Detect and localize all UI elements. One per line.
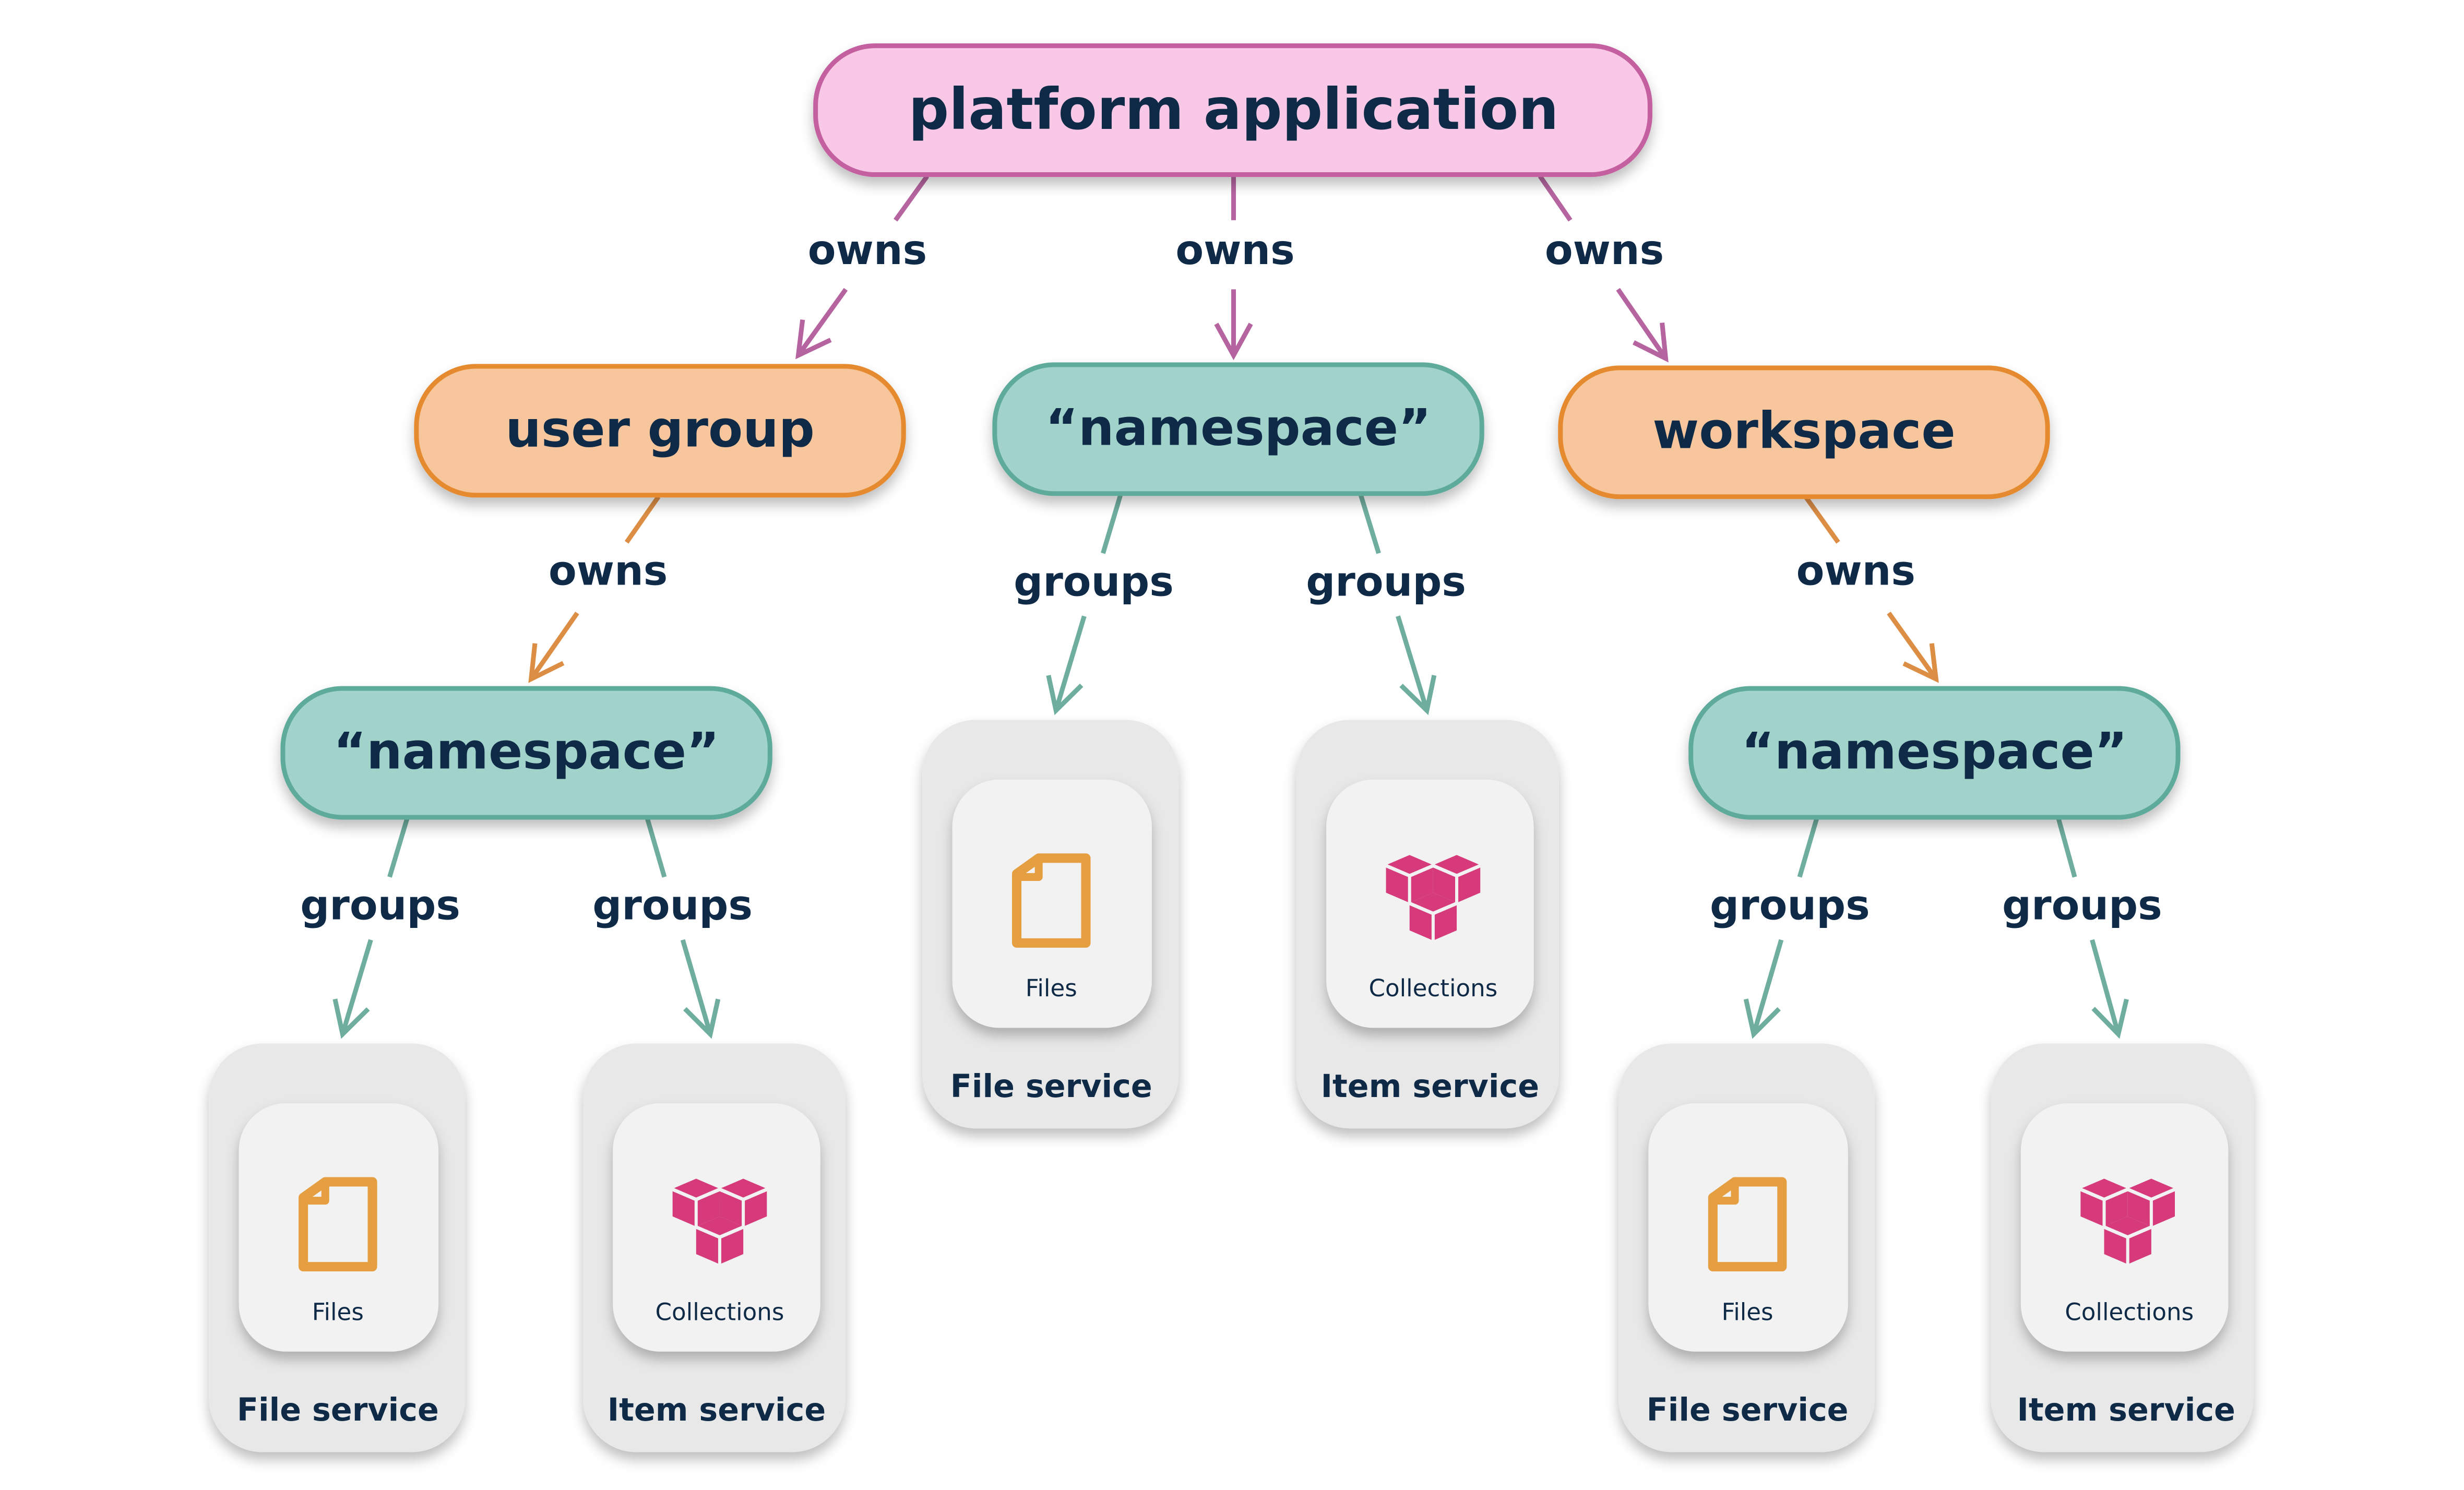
arrow-workspace-to-namespace xyxy=(1803,495,1939,683)
tile-label: Collections xyxy=(656,1298,784,1326)
edge-label-groups-4: groups xyxy=(592,882,753,929)
node-label-namespace-center: “namespace” xyxy=(1045,398,1432,457)
tile-label: Files xyxy=(1722,1298,1773,1326)
node-namespace-left[interactable] xyxy=(280,686,772,820)
arrowhead-icon xyxy=(1399,675,1437,716)
node-label-namespace-right: “namespace” xyxy=(1742,722,2128,781)
node-label-workspace: workspace xyxy=(1652,401,1955,460)
arrowhead-icon xyxy=(683,998,721,1039)
arrow-root-to-workspace xyxy=(1538,175,1669,363)
node-label-namespace-left: “namespace” xyxy=(334,722,720,781)
service-card-item-right[interactable]: Collections Item service xyxy=(1991,1043,2254,1452)
tile-label: Collections xyxy=(2065,1298,2194,1326)
node-namespace-right[interactable] xyxy=(1688,686,2181,820)
node-workspace[interactable] xyxy=(1558,365,2050,499)
arrowhead-icon xyxy=(795,319,832,360)
service-card-item-center[interactable]: Collections Item service xyxy=(1296,720,1559,1129)
arrowhead-icon xyxy=(1902,643,1939,683)
tile-files[interactable] xyxy=(1648,1103,1848,1352)
arrowhead-icon xyxy=(1743,998,1781,1039)
arrow-namespace-to-file-right xyxy=(1743,818,1819,1039)
tile-label: Files xyxy=(1026,974,1077,1002)
tile-label: Files xyxy=(312,1298,364,1326)
service-label: Item service xyxy=(1321,1068,1539,1105)
node-label-root: platform application xyxy=(909,76,1559,142)
arrow-namespace-to-item-right xyxy=(2056,818,2129,1039)
arrow-namespace-to-file-center xyxy=(1046,494,1123,716)
service-label: Item service xyxy=(608,1392,826,1428)
arrowhead-icon xyxy=(1633,323,1669,363)
arrow-root-to-user-group xyxy=(795,174,930,360)
edge-label-owns-2: owns xyxy=(1175,227,1294,274)
arrowhead-icon xyxy=(332,998,370,1039)
tile-label: Collections xyxy=(1368,974,1497,1002)
edge-label-groups-5: groups xyxy=(1710,882,1870,929)
arrow-namespace-to-item-center xyxy=(1359,494,1437,716)
tile-files[interactable] xyxy=(952,779,1152,1028)
arrow-namespace-to-file-left xyxy=(332,818,410,1039)
arrowhead-icon xyxy=(528,643,565,683)
arrowhead-icon xyxy=(1214,323,1253,361)
service-label: Item service xyxy=(2017,1392,2235,1428)
service-label: File service xyxy=(950,1068,1152,1105)
edge-label-owns-4: owns xyxy=(549,547,668,594)
service-card-item-left[interactable]: Collections Item service xyxy=(583,1043,846,1452)
arrowhead-icon xyxy=(2091,998,2129,1039)
arrow-user-group-to-namespace xyxy=(528,495,661,683)
service-label: File service xyxy=(237,1392,439,1428)
edge-label-groups-2: groups xyxy=(1306,558,1466,605)
tile-files[interactable] xyxy=(239,1103,439,1352)
edge-label-groups-3: groups xyxy=(300,882,460,929)
arrow-root-to-namespace xyxy=(1214,176,1253,361)
service-card-file-center[interactable]: Files File service xyxy=(922,720,1179,1129)
arrow-namespace-to-item-left xyxy=(645,818,721,1039)
node-platform-application[interactable] xyxy=(813,43,1652,177)
node-namespace-center[interactable] xyxy=(992,362,1484,496)
edge-label-owns-3: owns xyxy=(1545,227,1664,274)
edge-label-owns-1: owns xyxy=(808,227,927,274)
node-user-group[interactable] xyxy=(414,364,906,498)
node-label-user-group: user group xyxy=(505,400,814,458)
edge-label-groups-1: groups xyxy=(1014,558,1174,605)
service-card-file-right[interactable]: Files File service xyxy=(1618,1043,1875,1452)
service-label: File service xyxy=(1647,1392,1849,1428)
edge-label-owns-5: owns xyxy=(1796,547,1915,594)
edge-label-groups-6: groups xyxy=(2002,882,2162,929)
arrowhead-icon xyxy=(1046,675,1084,716)
service-card-file-left[interactable]: Files File service xyxy=(209,1043,466,1452)
